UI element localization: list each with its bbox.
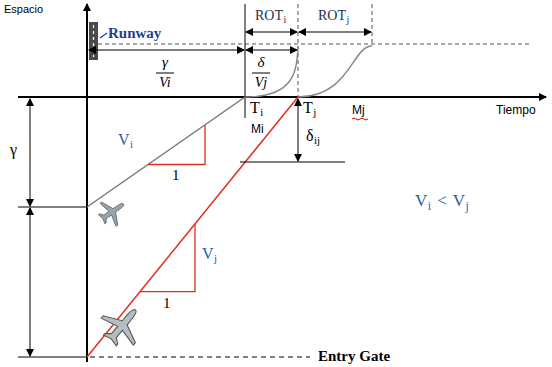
movement-label: Mj xyxy=(352,104,365,116)
dimension-tick xyxy=(240,162,345,163)
fraction-bar xyxy=(252,73,270,74)
subscript: j xyxy=(466,200,469,212)
subscript: i xyxy=(284,15,287,25)
speed-label: V xyxy=(202,246,214,262)
time-marker-line xyxy=(245,4,246,118)
airplane-icon xyxy=(94,296,152,354)
separation-label: γ xyxy=(10,142,17,158)
subscript: i xyxy=(428,200,431,212)
rot-label: ROT xyxy=(255,9,283,23)
slope-triangle xyxy=(148,125,205,165)
fraction-numerator: δ xyxy=(258,55,265,70)
slope-unit: 1 xyxy=(163,296,171,311)
airplane-icon xyxy=(94,193,132,231)
spellcheck-squiggle xyxy=(352,118,368,120)
dimension-arrow xyxy=(246,32,297,33)
dimension-arrow xyxy=(30,208,31,356)
runway-occupancy-curve xyxy=(298,46,372,97)
dimension-arrow xyxy=(246,50,297,51)
runway-label: Runway xyxy=(108,26,161,41)
fraction-bar xyxy=(156,73,174,74)
slope-unit: 1 xyxy=(172,168,180,183)
speed-relation: < xyxy=(437,192,447,209)
speed-label: V xyxy=(118,132,130,148)
slope-triangle xyxy=(140,224,195,292)
subscript: j xyxy=(214,253,217,264)
space-axis xyxy=(86,4,88,362)
subscript: j xyxy=(313,107,316,118)
entry-gate-line xyxy=(90,357,310,358)
dashed-line xyxy=(372,4,373,44)
movement-label: Mi xyxy=(251,123,264,135)
fraction-denominator: Vj xyxy=(255,76,267,90)
runway-symbol xyxy=(89,22,98,60)
subscript: ij xyxy=(314,135,320,146)
fraction-denominator: Vi xyxy=(159,76,170,90)
trajectory-j xyxy=(87,97,298,357)
subscript: i xyxy=(130,139,133,150)
dimension-arrow xyxy=(30,99,31,206)
dimension-tick xyxy=(18,357,86,358)
dimension-arrow xyxy=(298,99,299,161)
dimension-tick xyxy=(18,207,86,208)
runway-pointer xyxy=(100,33,107,38)
dashed-line xyxy=(98,44,530,45)
speed-relation: V xyxy=(453,192,465,209)
fraction-numerator: γ xyxy=(162,55,168,70)
speed-relation: V xyxy=(415,192,427,209)
time-label: T xyxy=(250,100,260,116)
dimension-arrow xyxy=(89,50,244,51)
entry-gate-label: Entry Gate xyxy=(318,349,390,364)
subscript: i xyxy=(260,107,263,118)
axis-label: Tiempo xyxy=(496,104,536,116)
subscript: j xyxy=(347,15,350,25)
runway-occupancy-curve xyxy=(245,46,298,97)
rot-label: ROT xyxy=(318,9,346,23)
runway-marking xyxy=(93,25,94,57)
dimension-arrow xyxy=(299,32,371,33)
distance-label: δ xyxy=(306,128,314,144)
time-label: T xyxy=(303,100,313,116)
time-axis xyxy=(18,96,546,98)
axis-label: Espacio xyxy=(4,4,43,15)
